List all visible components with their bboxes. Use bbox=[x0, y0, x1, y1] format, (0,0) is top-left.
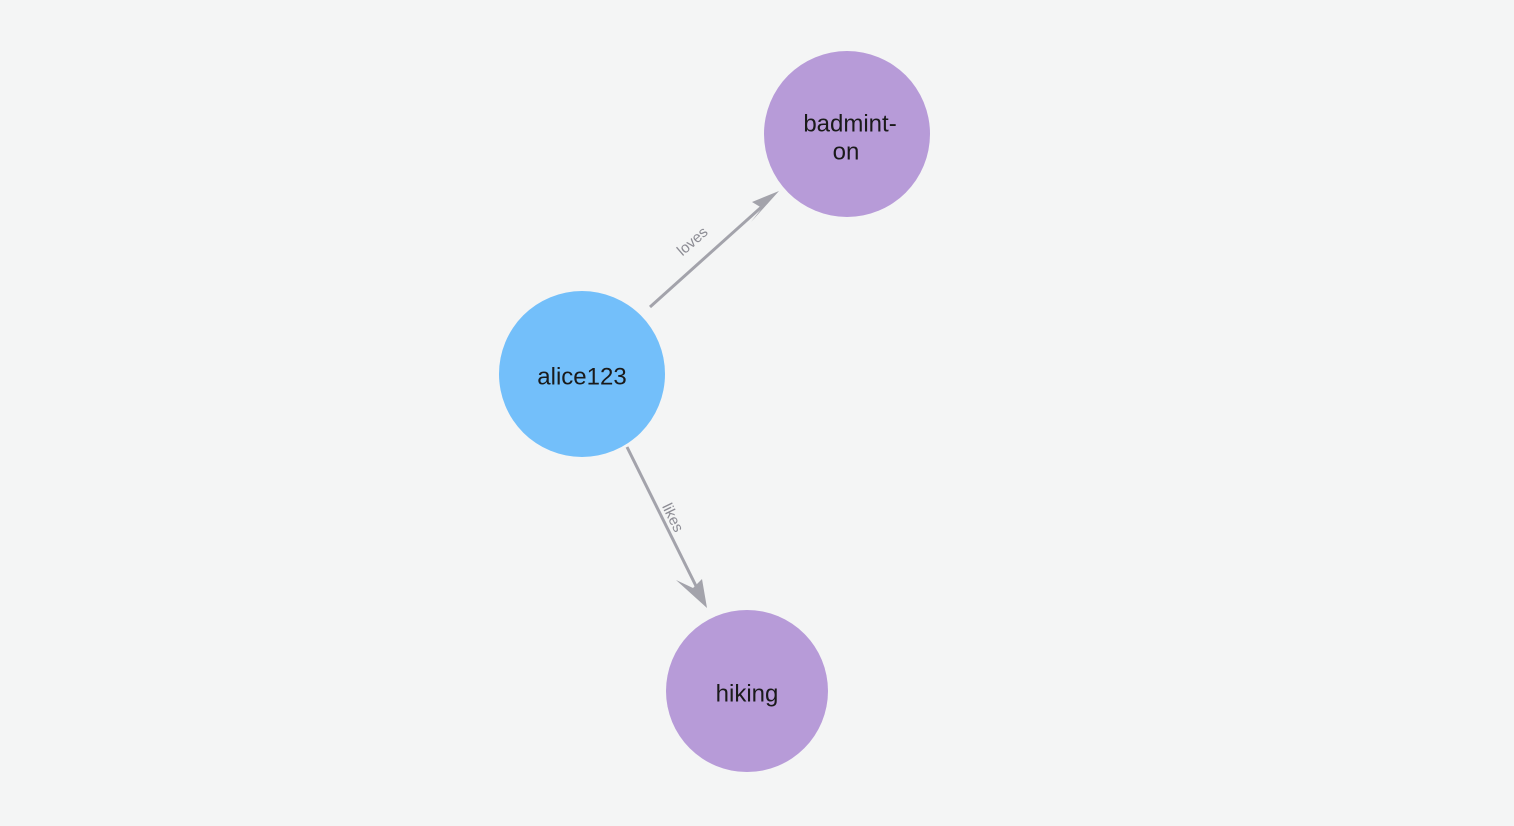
edge-label-loves: loves bbox=[674, 224, 712, 260]
node-hiking[interactable]: hiking bbox=[666, 610, 828, 772]
edge-alice123-loves-badminton[interactable]: loves bbox=[648, 191, 779, 309]
edge-line-loves bbox=[648, 200, 769, 309]
node-circle-hiking[interactable] bbox=[666, 610, 828, 772]
arrowhead-loves bbox=[751, 191, 779, 222]
node-circle-badminton[interactable] bbox=[764, 51, 930, 217]
node-alice123[interactable]: alice123 bbox=[499, 291, 665, 457]
edge-line-likes bbox=[625, 446, 698, 587]
edge-alice123-likes-hiking[interactable]: likes bbox=[625, 446, 707, 608]
node-badminton[interactable]: badmint- on bbox=[764, 51, 930, 217]
node-circle-alice123[interactable] bbox=[499, 291, 665, 457]
arrowhead-likes bbox=[676, 579, 707, 608]
